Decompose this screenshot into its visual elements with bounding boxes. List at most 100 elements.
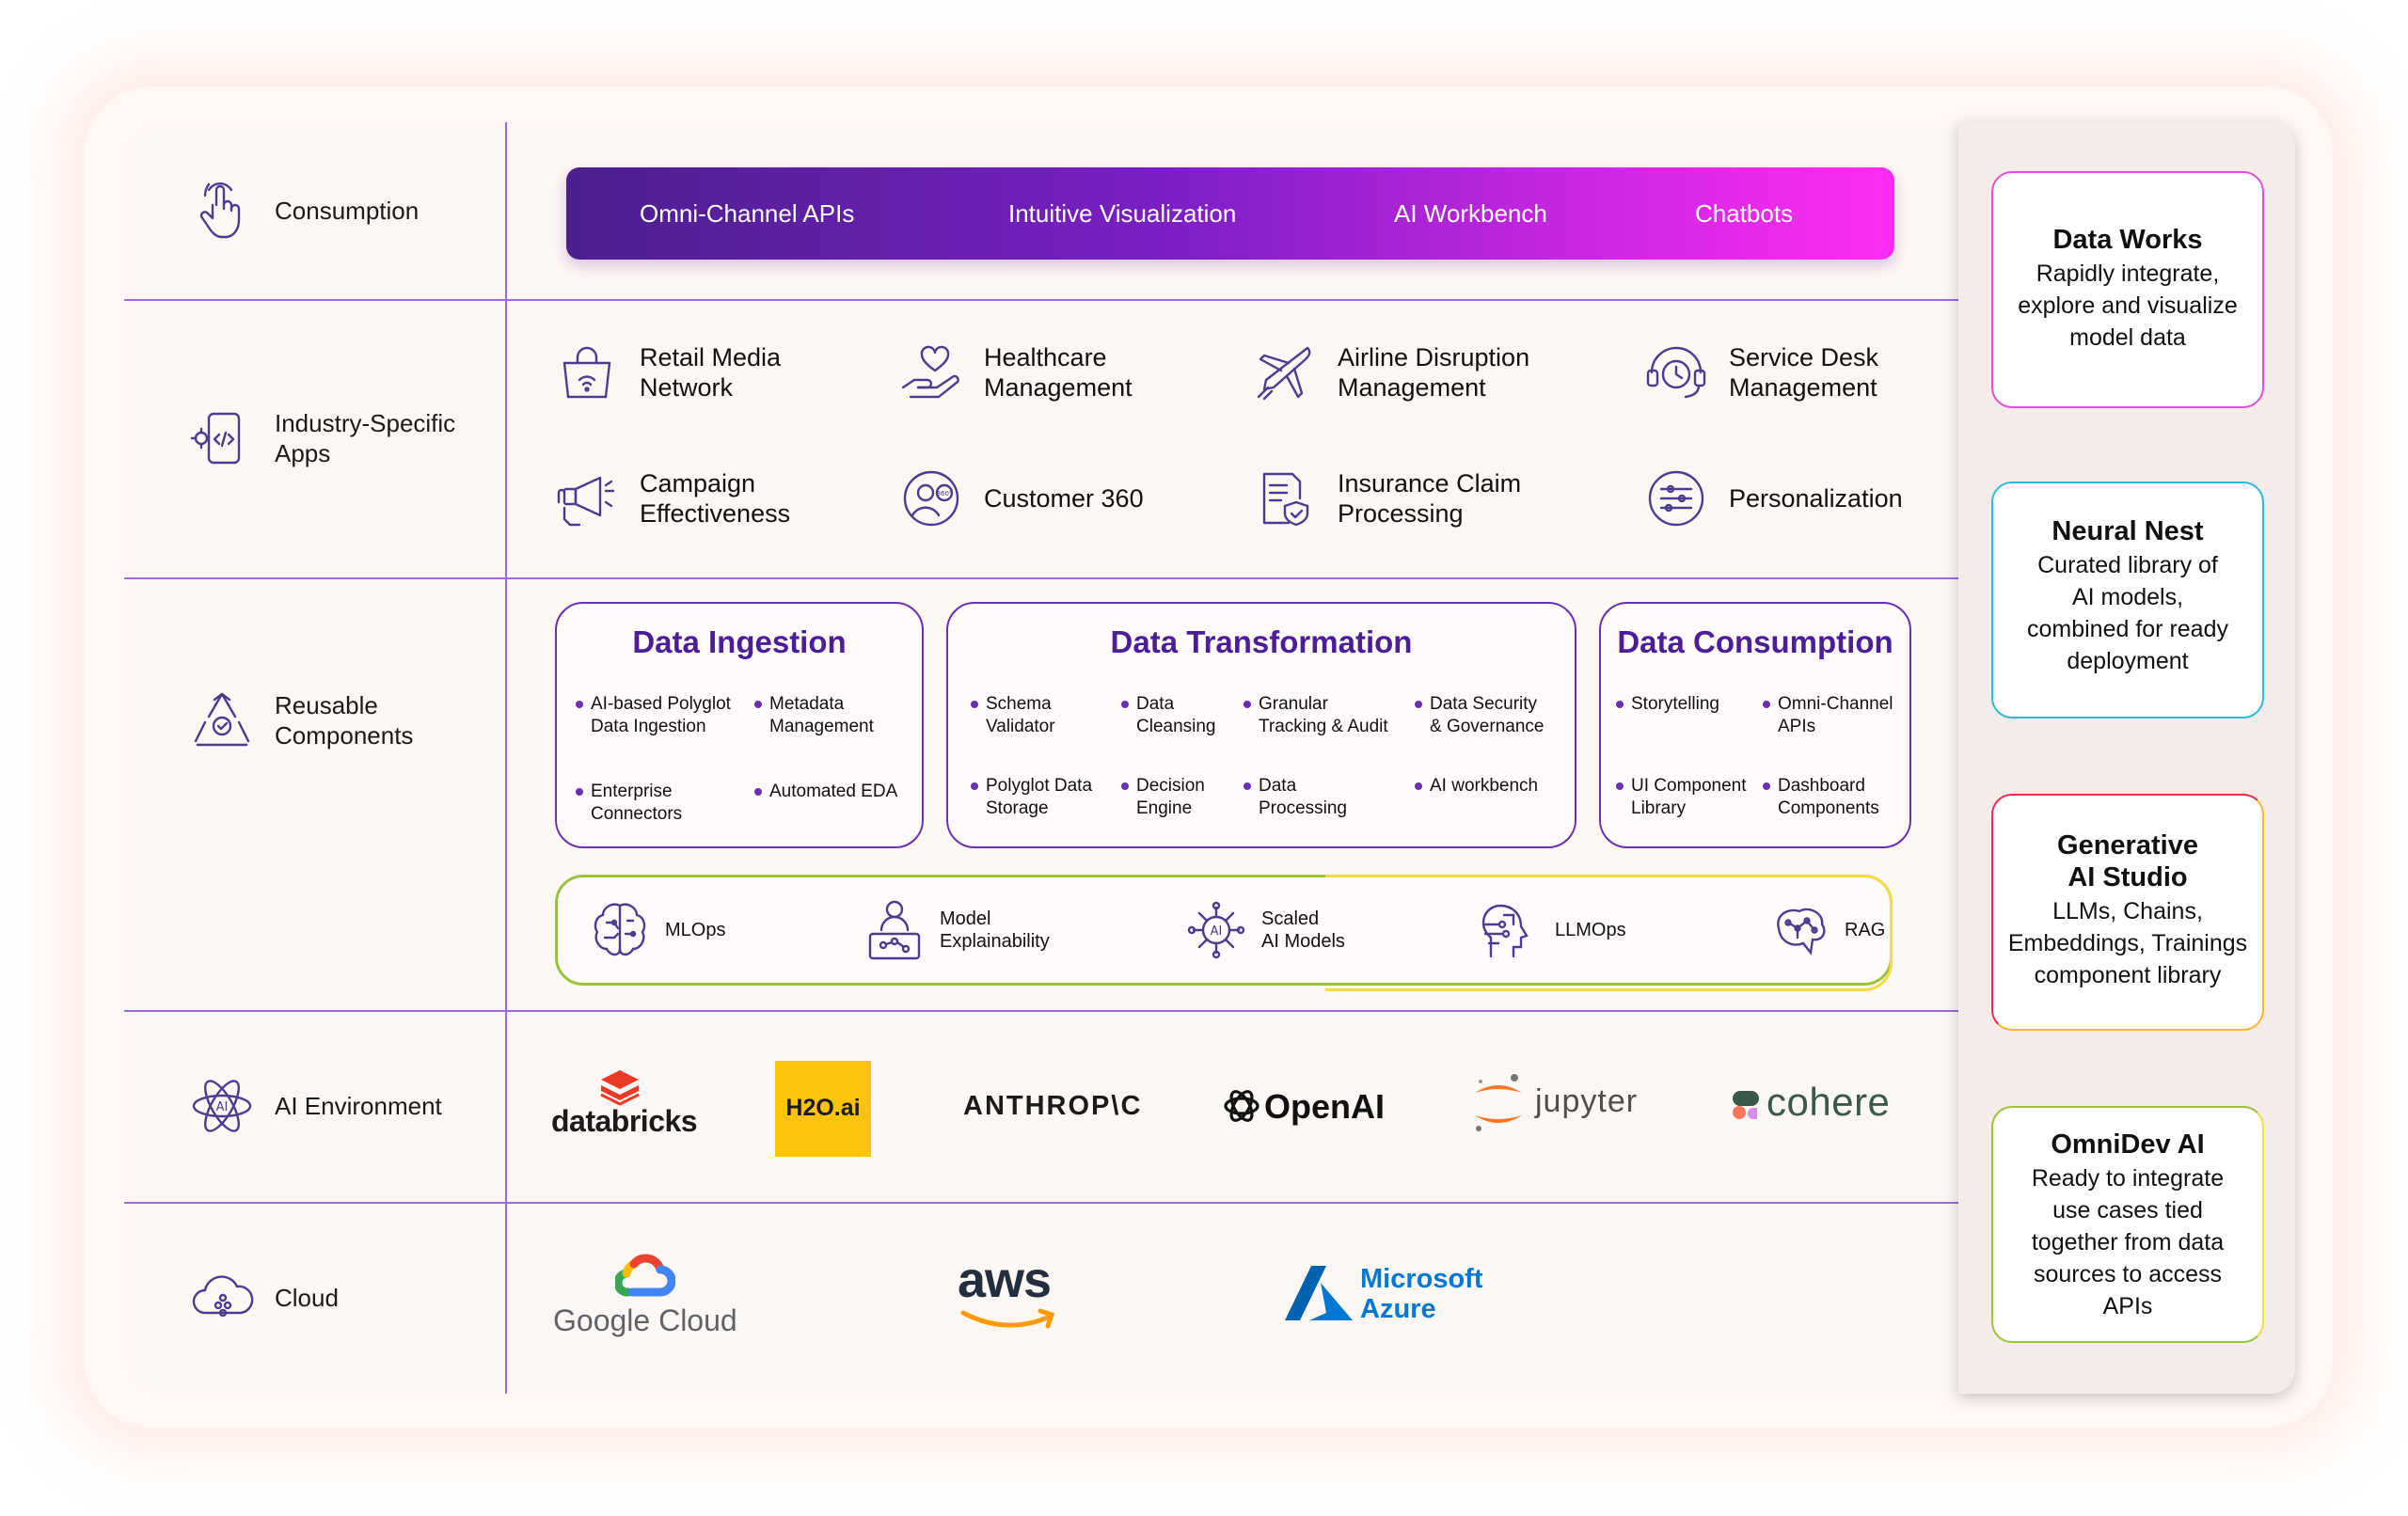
app-label-line: Retail Media (640, 343, 782, 371)
google-cloud-logo: Google Cloud (553, 1251, 741, 1345)
app-personalization[interactable]: Personalization (1642, 465, 1958, 532)
app-label-line: Customer 360 (984, 484, 1144, 513)
headset-clock-icon (1646, 346, 1706, 399)
user-network-icon (868, 900, 921, 960)
card-description: Curated library of AI models, combined f… (2026, 552, 2228, 674)
h2o-wordmark: H2O.ai (785, 1095, 861, 1121)
svg-text:AI: AI (1211, 924, 1223, 939)
card-description: LLMs, Chains, Embeddings, Trainings comp… (2007, 898, 2248, 988)
op-label: Model Explainability (940, 908, 1050, 952)
anthropic-logo: ANTHROP\C (963, 1091, 1143, 1121)
data-transformation-box: Data Transformation Schema Validator Dat… (946, 602, 1576, 848)
card-omnidev-ai[interactable]: OmniDev AI Ready to integrate use cases … (1991, 1106, 2264, 1343)
component-item[interactable]: Data Cleansing (1121, 693, 1216, 738)
component-item[interactable]: Data Security & Governance (1415, 693, 1544, 738)
brain-circuit-icon (594, 903, 646, 956)
consumption-item[interactable]: AI Workbench (1394, 199, 1547, 228)
card-description: Ready to integrate use cases tied togeth… (2031, 1165, 2225, 1319)
component-item[interactable]: Storytelling (1616, 693, 1719, 716)
app-label-line: Management (984, 373, 1133, 402)
card-neural-nest[interactable]: Neural Nest Curated library of AI models… (1991, 482, 2264, 719)
component-item[interactable]: Dashboard Components (1763, 775, 1879, 820)
op-label: LLMOps (1555, 920, 1626, 940)
databricks-mark-icon (600, 1070, 640, 1106)
aws-wordmark: aws (958, 1252, 1052, 1308)
card-title: Neural Nest (2052, 516, 2204, 546)
card-title: OmniDev AI (2051, 1129, 2205, 1160)
row-divider (124, 1010, 1958, 1012)
component-item[interactable]: Granular Tracking & Audit (1244, 693, 1388, 738)
row-label-text: Cloud (275, 1284, 339, 1312)
component-item[interactable]: Data Processing (1244, 775, 1347, 820)
component-item[interactable]: AI workbench (1415, 775, 1538, 797)
brain-network-icon (1777, 908, 1826, 955)
op-llmops[interactable]: LLMOps (1476, 896, 1626, 964)
consumption-item[interactable]: Omni-Channel APIs (640, 199, 855, 228)
consumption-item[interactable]: Intuitive Visualization (1008, 199, 1237, 228)
ops-bar: MLOps Model Explainability AI Scaled AI … (555, 875, 1893, 991)
architecture-panel: Consumption Industry-Specific Apps Reusa… (124, 122, 1958, 1394)
row-label-consumption: Consumption (188, 177, 419, 245)
svg-text:360°: 360° (937, 490, 953, 497)
card-description: Rapidly integrate, explore and visualize… (2018, 261, 2238, 351)
app-label-line: Campaign (640, 469, 756, 497)
jupyter-orbit-icon (1475, 1074, 1522, 1131)
row-label-line: Components (275, 721, 414, 750)
databricks-logo: databricks (551, 1063, 698, 1142)
app-label: Customer 360 (984, 483, 1228, 513)
head-circuit-icon (1481, 904, 1529, 958)
component-item[interactable]: Metadata Management (754, 693, 874, 738)
card-data-works[interactable]: Data Works Rapidly integrate, explore an… (1991, 171, 2264, 408)
google-cloud-mark-icon (615, 1254, 675, 1297)
component-item[interactable]: Enterprise Connectors (576, 781, 682, 826)
row-label-text: Industry-Specific Apps (275, 408, 455, 468)
aws-smile-icon (960, 1308, 1055, 1329)
data-consumption-box: Data Consumption Storytelling Omni-Chann… (1599, 602, 1911, 848)
row-label-text: AI Environment (275, 1092, 442, 1120)
card-generative-ai-studio[interactable]: Generative AI Studio LLMs, Chains, Embed… (1991, 794, 2264, 1031)
data-ingestion-box: Data Ingestion AI-based Polyglot Data In… (555, 602, 924, 848)
app-customer-360[interactable]: 360° Customer 360 (897, 465, 1228, 532)
azure-mark-icon (1285, 1266, 1353, 1320)
document-shield-icon (1262, 472, 1309, 527)
mobile-code-gear-icon (190, 412, 241, 465)
megaphone-hand-icon (557, 476, 615, 527)
ai-atom-icon: AI (192, 1080, 252, 1132)
op-rag[interactable]: RAG (1766, 896, 1885, 964)
row-divider (124, 1202, 1958, 1204)
app-label-line: Personalization (1729, 484, 1903, 513)
column-divider (505, 122, 507, 1394)
component-item[interactable]: Polyglot Data Storage (971, 775, 1092, 820)
app-label: Personalization (1729, 483, 1958, 513)
component-item[interactable]: Decision Engine (1121, 775, 1205, 820)
openai-wordmark: OpenAI (1264, 1087, 1386, 1126)
component-item[interactable]: Omni-Channel APIs (1763, 693, 1893, 738)
consumption-item[interactable]: Chatbots (1695, 199, 1794, 228)
component-item[interactable]: UI Component Library (1616, 775, 1747, 820)
op-scaled-ai-models[interactable]: AI Scaled AI Models (1182, 896, 1345, 964)
component-item[interactable]: Schema Validator (971, 693, 1055, 738)
sliders-icon (1648, 470, 1704, 527)
cohere-wordmark: cohere (1766, 1080, 1891, 1124)
jupyter-wordmark: jupyter (1535, 1083, 1639, 1119)
row-label-industry-apps: Industry-Specific Apps (188, 404, 455, 472)
component-item[interactable]: AI-based Polyglot Data Ingestion (576, 693, 731, 738)
cloud-network-icon (192, 1275, 254, 1318)
component-item[interactable]: Automated EDA (754, 781, 897, 803)
row-label-cloud: Cloud (188, 1264, 339, 1332)
row-divider (124, 299, 1958, 301)
consumption-bar: Omni-Channel APIs Intuitive Visualizatio… (566, 167, 1894, 260)
op-model-explainability[interactable]: Model Explainability (861, 896, 1050, 964)
azure-logo: Microsoft Azure (1283, 1264, 1509, 1330)
op-mlops[interactable]: MLOps (586, 896, 725, 964)
